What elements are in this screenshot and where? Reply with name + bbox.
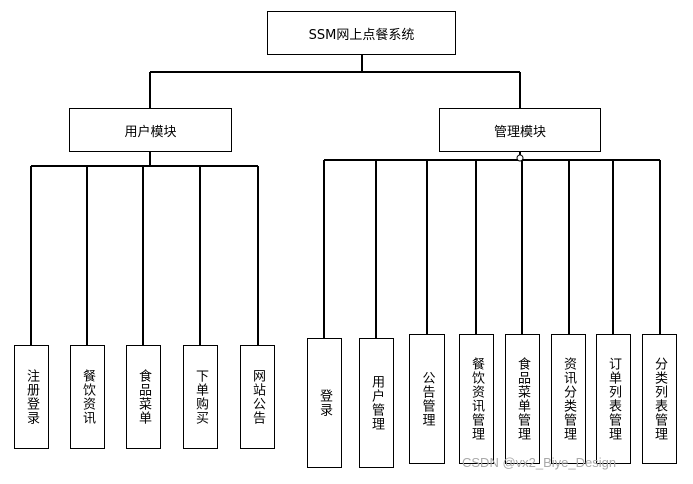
user-leaf-label: 注册登录	[24, 369, 39, 425]
admin-leaf-category-list-management: 分类列表管理	[642, 334, 677, 464]
admin-leaf-food-menu-management: 食品菜单管理	[505, 334, 540, 464]
user-leaf-label: 食品菜单	[136, 369, 151, 425]
watermark: CSDN @vx2_Biye_Design	[462, 455, 617, 470]
admin-leaf-label: 食品菜单管理	[515, 357, 530, 441]
junction-marker	[516, 154, 524, 162]
admin-leaf-label: 资讯分类管理	[561, 357, 576, 441]
admin-leaf-news-category-management: 资讯分类管理	[551, 334, 586, 464]
admin-module-node: 管理模块	[439, 108, 601, 152]
user-leaf-food-news: 餐饮资讯	[70, 345, 105, 449]
admin-leaf-label: 用户管理	[369, 375, 384, 431]
root-label: SSM网上点餐系统	[308, 27, 415, 43]
user-leaf-label: 网站公告	[250, 369, 265, 425]
admin-leaf-order-list-management: 订单列表管理	[596, 334, 631, 464]
root-node: SSM网上点餐系统	[267, 11, 456, 55]
admin-leaf-label: 餐饮资讯管理	[469, 357, 484, 441]
user-leaf-food-menu: 食品菜单	[126, 345, 161, 449]
user-leaf-label: 餐饮资讯	[80, 369, 95, 425]
user-module-node: 用户模块	[69, 108, 232, 152]
admin-leaf-label: 分类列表管理	[652, 357, 667, 441]
admin-leaf-login: 登录	[307, 338, 342, 468]
user-leaf-label: 下单购买	[193, 369, 208, 425]
admin-leaf-label: 订单列表管理	[606, 357, 621, 441]
admin-leaf-notice-management: 公告管理	[409, 334, 445, 464]
admin-leaf-user-management: 用户管理	[359, 338, 394, 468]
user-leaf-place-order: 下单购买	[183, 345, 218, 449]
admin-leaf-food-news-management: 餐饮资讯管理	[459, 334, 494, 464]
admin-leaf-label: 登录	[317, 389, 332, 417]
user-leaf-register-login: 注册登录	[14, 345, 49, 449]
admin-leaf-label: 公告管理	[419, 371, 435, 427]
user-module-label: 用户模块	[124, 124, 177, 140]
user-leaf-site-notice: 网站公告	[240, 345, 275, 449]
admin-module-label: 管理模块	[493, 124, 546, 140]
